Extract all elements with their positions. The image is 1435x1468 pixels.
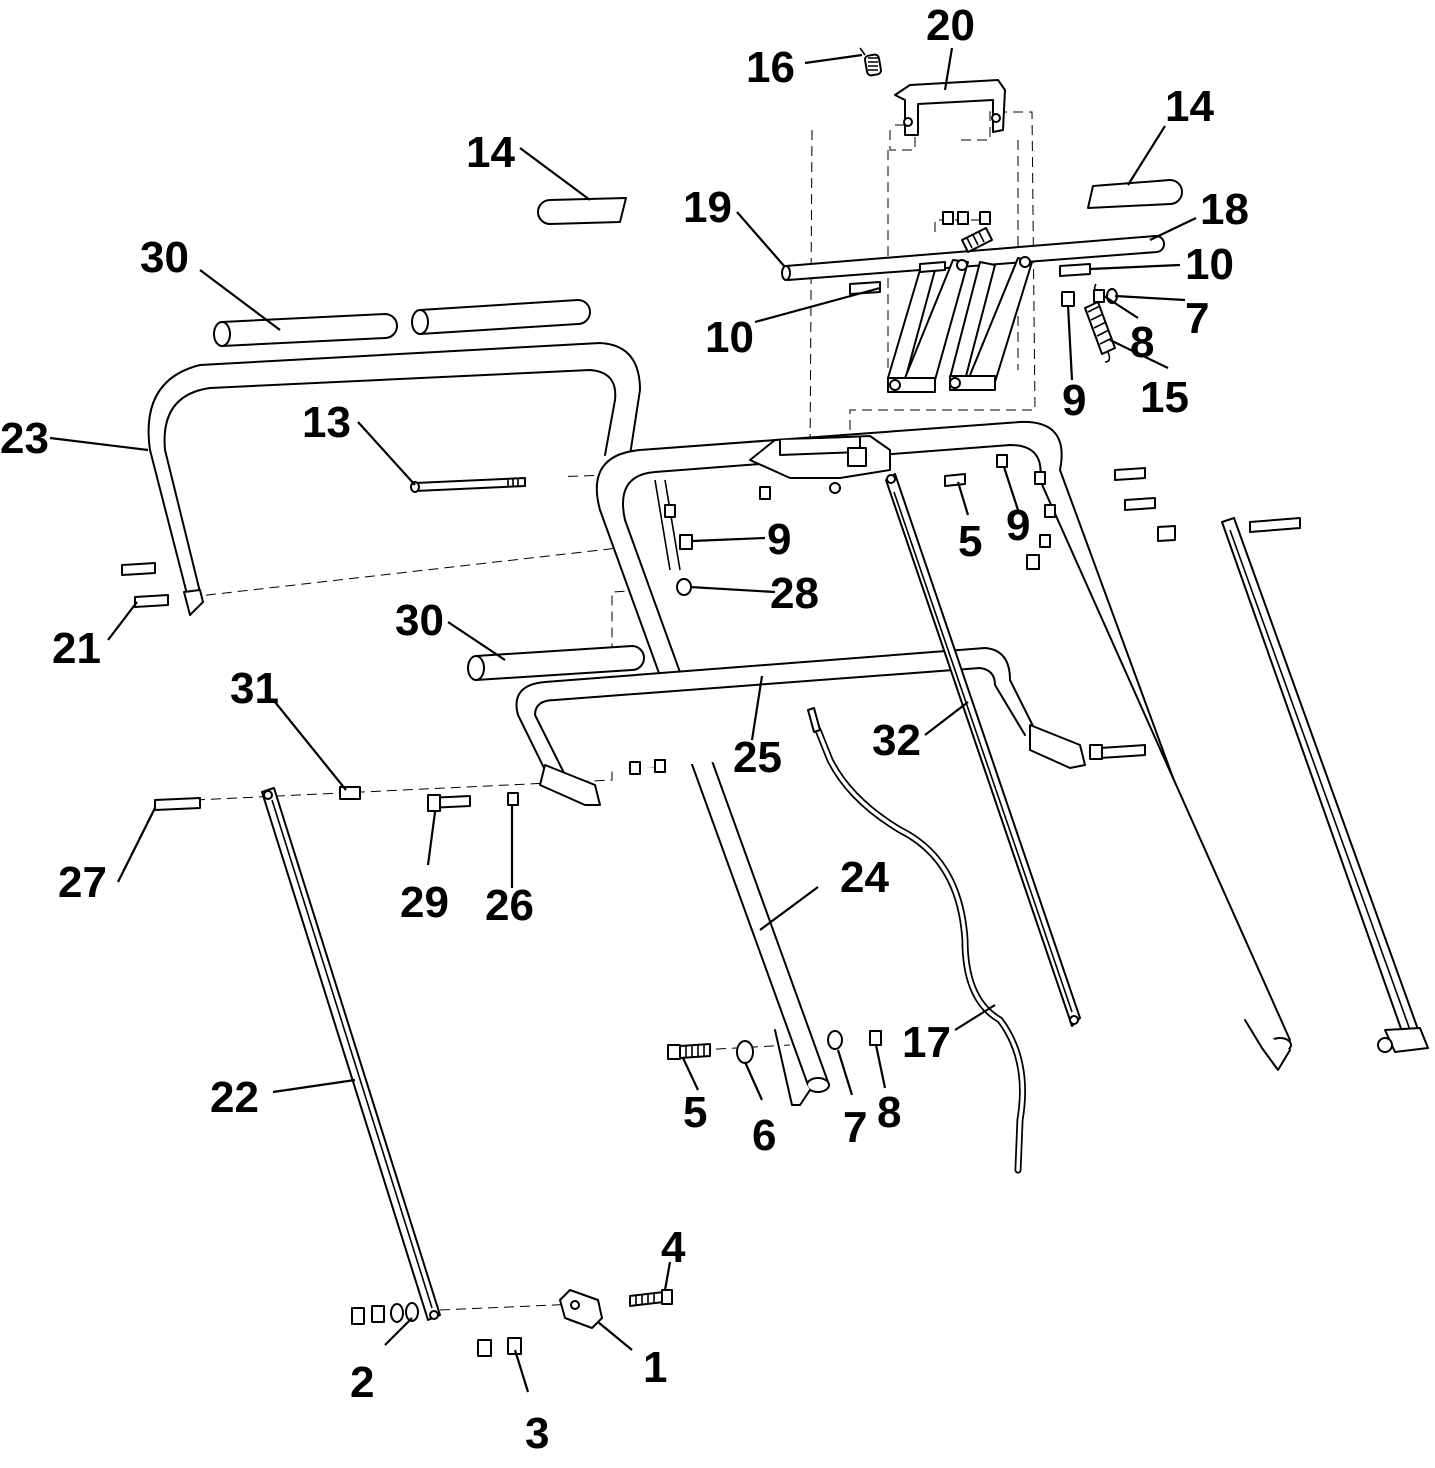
lower-rod-22: [261, 787, 441, 1321]
label-part-8-lower: 8: [877, 1088, 901, 1137]
label-part-20: 20: [926, 1, 975, 50]
grip-tube-left-upper: [213, 313, 398, 347]
label-part-9-center: 9: [767, 515, 791, 564]
bolt-4: [629, 1289, 673, 1307]
nuts-3: [477, 1337, 522, 1357]
label-part-19: 19: [683, 183, 732, 232]
label-part-23: 23: [0, 414, 49, 463]
label-part-5-upper: 5: [958, 517, 982, 566]
label-part-26: 26: [485, 881, 534, 930]
leader-lines: [49, 47, 1197, 1393]
label-part-28: 28: [770, 569, 819, 618]
lower-handle-bar: [515, 647, 1086, 806]
label-part-17: 17: [902, 1018, 951, 1067]
nuts-washers-2: [351, 1302, 419, 1325]
label-part-24: 24: [840, 853, 889, 902]
grip-tube-left-upper-2: [411, 299, 591, 335]
spring-long: [1084, 283, 1116, 363]
callout-labels: 1 2 3 4 5 5 6 7 7 8 8 9 9 9 10 10 13 14 …: [0, 1, 1249, 1458]
spring-small: [859, 47, 882, 77]
label-part-31: 31: [230, 664, 279, 713]
label-part-16: 16: [746, 43, 795, 92]
rod-13: [410, 477, 526, 493]
label-part-9-mid: 9: [1006, 501, 1030, 550]
hardware-misc: [121, 211, 1301, 812]
label-part-14-right: 14: [1165, 82, 1214, 131]
label-part-27: 27: [58, 858, 107, 907]
label-part-15: 15: [1140, 373, 1189, 422]
upper-handle-bar: [147, 342, 641, 616]
control-cable: [807, 707, 1026, 1174]
label-part-14-left: 14: [466, 128, 515, 177]
label-part-2: 2: [350, 1358, 374, 1407]
label-part-8-upper: 8: [1130, 318, 1154, 367]
label-part-10-left: 10: [705, 313, 754, 362]
control-arms: [887, 256, 1033, 393]
label-part-1: 1: [643, 1343, 667, 1392]
label-part-25: 25: [733, 733, 782, 782]
label-part-21: 21: [52, 624, 101, 673]
grip-tube-lower-left: [467, 645, 645, 681]
center-bracket: [749, 435, 891, 494]
link-arm-32: [885, 473, 1081, 1027]
label-part-4: 4: [661, 1223, 686, 1272]
label-part-32: 32: [872, 716, 921, 765]
label-part-22: 22: [210, 1073, 259, 1122]
rod-right: [1221, 517, 1429, 1053]
control-bracket: [894, 79, 1006, 136]
grip-cover-right: [1087, 179, 1183, 209]
grip-cover-left: [537, 197, 627, 225]
label-part-30-lower: 30: [395, 596, 444, 645]
label-part-5-lower: 5: [683, 1088, 707, 1137]
spring-mid: [961, 227, 993, 253]
label-part-7-upper: 7: [1185, 294, 1209, 343]
label-part-9-right: 9: [1062, 376, 1086, 425]
label-part-13: 13: [302, 398, 351, 447]
label-part-18: 18: [1200, 185, 1249, 234]
label-part-30-upper: 30: [140, 233, 189, 282]
label-part-6: 6: [752, 1111, 776, 1160]
bracket-1: [559, 1289, 603, 1329]
label-part-29: 29: [400, 878, 449, 927]
label-part-10-right: 10: [1185, 240, 1234, 289]
label-part-3: 3: [525, 1409, 549, 1458]
label-part-7-lower: 7: [843, 1103, 867, 1152]
main-handle-frame: [595, 420, 1292, 1106]
